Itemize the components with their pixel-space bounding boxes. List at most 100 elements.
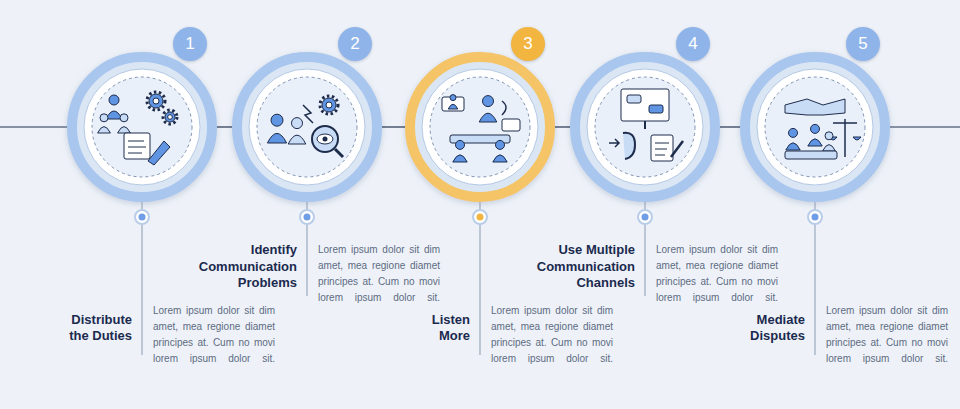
icon-lines <box>128 141 146 153</box>
icon-scale-pans <box>829 137 861 140</box>
icon-panel <box>649 105 663 113</box>
leader-dot-core <box>304 214 311 221</box>
step-circle: 4Use Multiple Communication ChannelsLore… <box>575 57 715 197</box>
icon-head <box>811 124 820 133</box>
icon-body <box>267 133 286 143</box>
icon-body <box>493 155 507 162</box>
timeline-end <box>885 126 960 127</box>
leader-dot <box>473 210 487 224</box>
icon-bolt <box>303 105 313 123</box>
icon-lines <box>655 143 669 155</box>
icon-gear-teeth <box>163 110 177 124</box>
icon-body <box>823 145 836 151</box>
icon-stand <box>644 121 646 129</box>
icon-body <box>808 139 822 146</box>
icon-body <box>118 127 131 133</box>
step-title: Mediate Disputes <box>733 312 805 345</box>
icon-head <box>100 114 108 122</box>
icon-head <box>496 140 505 149</box>
icon-ear <box>502 101 506 115</box>
icon-panel <box>785 151 837 159</box>
icon-gear-hole <box>168 115 173 120</box>
step-title: Use Multiple Communication Channels <box>525 242 635 292</box>
step-title: Distribute the Duties <box>52 312 132 345</box>
icon-magnifier <box>312 126 338 152</box>
icon-head <box>292 118 303 129</box>
icon-ground <box>595 77 695 177</box>
leader-line <box>644 202 645 210</box>
leader-line <box>814 202 815 210</box>
icon-scale-pole <box>844 119 846 157</box>
icon-pupil <box>323 137 328 142</box>
icon-body <box>786 143 800 150</box>
icon-head <box>120 114 128 122</box>
leader-line <box>306 224 307 296</box>
icon-head <box>825 132 833 140</box>
leader-dot <box>300 210 314 224</box>
callout-number: 1 <box>173 27 207 61</box>
leader-line <box>814 224 815 355</box>
icon-gear <box>149 94 163 108</box>
icon-panel <box>621 89 669 121</box>
leader-dot <box>135 210 149 224</box>
icon-gear-teeth <box>320 96 338 114</box>
leader-dot <box>808 210 822 224</box>
icon-ear <box>623 133 635 159</box>
icon-handle <box>335 149 343 157</box>
step-circle: 2Identify Communication ProblemsLorem ip… <box>237 57 377 197</box>
leader-dot <box>638 210 652 224</box>
icon-body <box>448 104 458 109</box>
leader-line <box>306 202 307 210</box>
leader-line <box>479 202 480 210</box>
icon-pen <box>671 141 683 157</box>
leader-dot-core <box>477 214 484 221</box>
icon-head <box>789 128 798 137</box>
step-inner <box>249 69 365 185</box>
step-inner <box>84 69 200 185</box>
icon-gear <box>165 112 175 122</box>
icon-gear <box>322 98 336 112</box>
callout-number: 3 <box>511 27 545 61</box>
step-ring <box>237 57 377 197</box>
step-inner <box>587 69 703 185</box>
callout-number: 4 <box>676 27 710 61</box>
icon-ground <box>430 77 530 177</box>
icon-arrow <box>609 139 619 147</box>
icon-head <box>450 95 456 101</box>
leader-line <box>644 224 645 296</box>
icon-head <box>483 96 494 107</box>
icon-handshake <box>785 99 845 115</box>
step-ring <box>410 57 550 197</box>
icon-body <box>453 155 467 162</box>
icon-panel <box>651 135 673 161</box>
icon-panel <box>124 133 150 159</box>
leader-dot-core <box>812 214 819 221</box>
icon-head <box>109 95 119 105</box>
timeline-start <box>0 126 72 127</box>
step-ring <box>72 57 212 197</box>
icon-body <box>288 135 306 144</box>
step-description: Lorem ipsum dolor sit dim amet, mea regi… <box>153 303 275 367</box>
timeline-connector <box>720 126 740 127</box>
step-description: Lorem ipsum dolor sit dim amet, mea regi… <box>318 242 440 306</box>
leader-dot-core <box>642 214 649 221</box>
icon-gear-teeth <box>147 92 165 110</box>
icon-ground <box>257 77 357 177</box>
step-ring <box>575 57 715 197</box>
step-description: Lorem ipsum dolor sit dim amet, mea regi… <box>656 242 778 306</box>
step-ring <box>745 57 885 197</box>
icon-scale-beam <box>833 122 857 124</box>
icon-panel <box>627 95 641 103</box>
step-description: Lorem ipsum dolor sit dim amet, mea regi… <box>826 303 948 367</box>
icon-ground <box>92 77 192 177</box>
icon-head <box>456 140 465 149</box>
icon-gear-hole <box>153 98 159 104</box>
leader-line <box>141 202 142 210</box>
icon-pen <box>148 141 170 165</box>
timeline-connector <box>217 126 232 127</box>
icon-body <box>98 127 111 133</box>
icon-head <box>271 114 283 126</box>
icon-gear-hole <box>326 102 332 108</box>
